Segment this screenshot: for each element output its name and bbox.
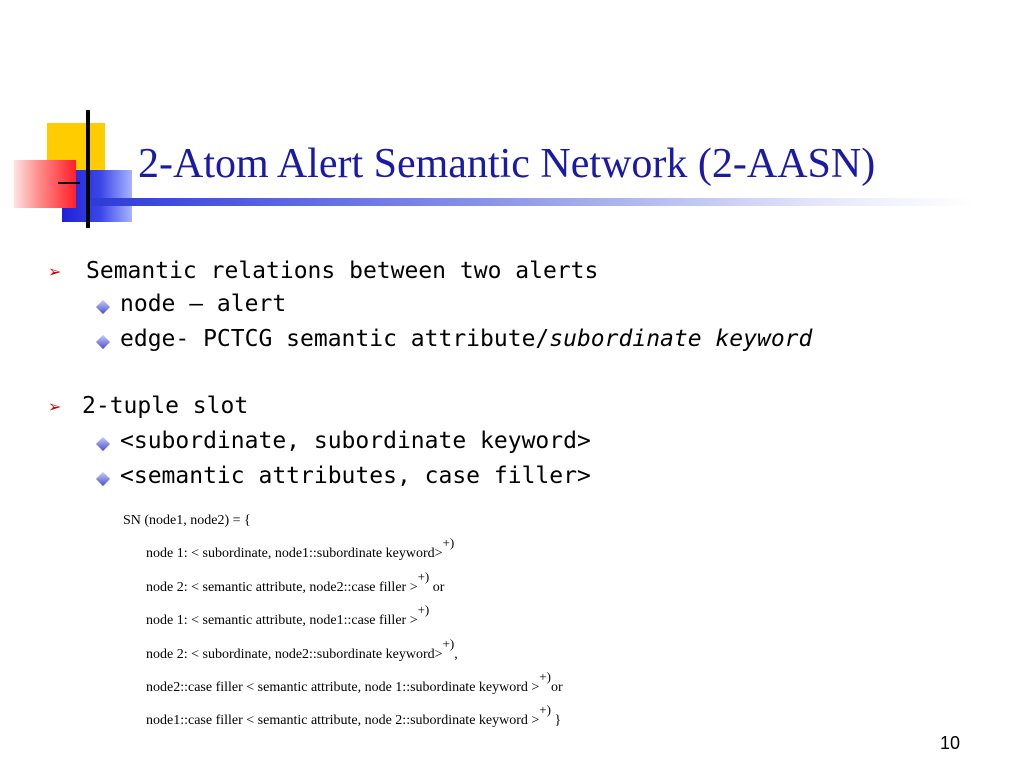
formula-line-2-tail: or (429, 580, 445, 595)
formula-line-4: node 2: < subordinate, node2::subordinat… (146, 636, 458, 663)
diamond-bullet-icon (95, 334, 111, 350)
formula-line-3-sup: +) (417, 602, 430, 617)
formula-line-2-text: node 2: < semantic attribute, node2::cas… (146, 580, 418, 595)
formula-line-1-sup: +) (442, 535, 455, 550)
formula-line-5-sup: +) (539, 669, 551, 684)
edge-text: edge- PCTCG semantic attribute/ (120, 326, 550, 352)
formula-line-3: node 1: < semantic attribute, node1::cas… (146, 602, 429, 629)
formula-line-1: node 1: < subordinate, node1::subordinat… (146, 535, 454, 562)
bullet-semantic-relations: Semantic relations between two alerts (86, 258, 599, 284)
title-underline (92, 198, 972, 206)
page-number: 10 (940, 733, 961, 753)
formula-line-6-text: node1::case filler < semantic attribute,… (146, 713, 540, 728)
formula-line-6: node1::case filler < semantic attribute,… (146, 702, 562, 729)
formula-line-3-text: node 1: < semantic attribute, node1::cas… (146, 613, 418, 628)
diamond-bullet-icon (95, 299, 111, 315)
formula-open: SN (node1, node2) = { (123, 513, 251, 528)
logo-horizontal-line (58, 182, 80, 184)
formula-line-2: node 2: < semantic attribute, node2::cas… (146, 569, 445, 596)
edge-italic-text: subordinate keyword (549, 326, 813, 352)
bullet-2-tuple-slot: 2-tuple slot (82, 393, 249, 419)
formula-line-4-tail: , (454, 647, 458, 662)
formula-line-5-text: node2::case filler < semantic attribute,… (146, 680, 540, 695)
sub-bullet-node: node – alert (120, 291, 287, 317)
logo-vertical-line (86, 110, 90, 228)
formula-line-1-text: node 1: < subordinate, node1::subordinat… (146, 546, 443, 561)
formula-line-5-tail: or (550, 680, 563, 695)
diamond-bullet-icon (95, 436, 111, 452)
sub-bullet-subordinate: <subordinate, subordinate keyword> (120, 428, 591, 454)
formula-line-4-text: node 2: < subordinate, node2::subordinat… (146, 647, 443, 662)
logo-red-square (14, 160, 76, 208)
formula-line-2-sup: +) (417, 569, 430, 584)
formula-line-6-sup: +) (539, 702, 551, 717)
sub-bullet-edge: edge- PCTCG semantic attribute/subordina… (120, 326, 812, 352)
arrow-bullet-icon: ➢ (48, 397, 62, 416)
slide-title: 2-Atom Alert Semantic Network (2-AASN) (138, 141, 876, 187)
sub-bullet-semantic-attributes: <semantic attributes, case filler> (120, 463, 591, 489)
formula-line-4-sup: +) (442, 636, 455, 651)
slide-logo-decoration (0, 0, 150, 240)
diamond-bullet-icon (95, 471, 111, 487)
arrow-bullet-icon: ➢ (48, 262, 62, 281)
formula-line-5: node2::case filler < semantic attribute,… (146, 669, 563, 696)
formula-line-6-tail: } (550, 713, 562, 728)
